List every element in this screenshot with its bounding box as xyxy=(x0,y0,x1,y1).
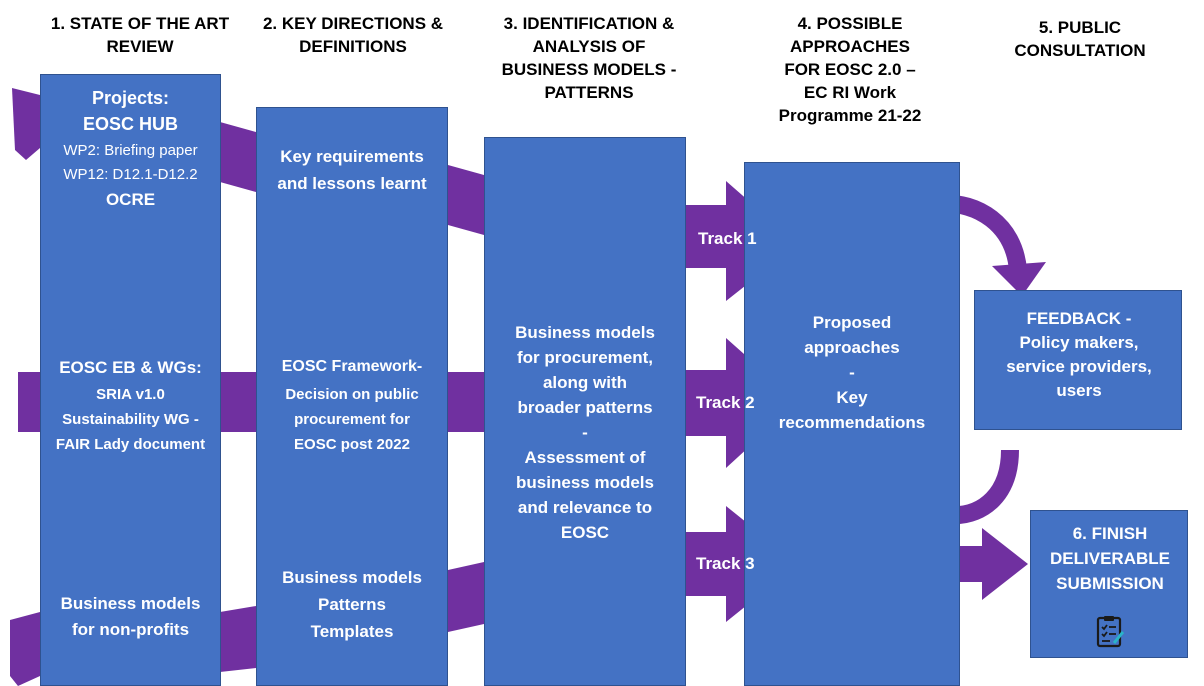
header-possible-approaches: 4. POSSIBLE APPROACHES FOR EOSC 2.0 – EC… xyxy=(745,12,955,127)
business-models-label: Business models xyxy=(282,568,422,587)
analysis-line: for procurement, xyxy=(516,348,654,367)
approaches-line: Key xyxy=(836,388,868,407)
business-models-analysis: Business models for procurement, along w… xyxy=(484,320,686,545)
connector-c1-c2-top xyxy=(220,122,256,192)
sustainability-label: Sustainability WG - xyxy=(62,411,199,428)
analysis-line: along with xyxy=(542,373,628,392)
finish-line: 6. FINISH xyxy=(1072,524,1148,543)
input-arrow-middle xyxy=(18,372,40,432)
header-line: APPROACHES xyxy=(790,37,910,56)
wp2-label: WP2: Briefing paper xyxy=(63,142,198,159)
connector-c1-c2-middle xyxy=(220,372,256,432)
header-line: 3. IDENTIFICATION & xyxy=(503,14,675,33)
finish-line: DELIVERABLE xyxy=(1050,549,1170,568)
checklist-icon xyxy=(1096,616,1125,648)
header-line: FOR EOSC 2.0 – xyxy=(784,60,916,79)
approaches-line: Proposed xyxy=(812,313,892,332)
finish-box: 6. FINISH DELIVERABLE SUBMISSION xyxy=(1030,510,1188,658)
connector-c2-c3-top xyxy=(448,165,484,235)
analysis-line: Business models xyxy=(515,323,655,342)
analysis-line: business models xyxy=(516,473,654,492)
key-requirements-1: Key requirements xyxy=(280,147,424,166)
proposed-approaches: Proposed approaches - Key recommendation… xyxy=(744,310,960,435)
header-line: Programme 21-22 xyxy=(778,106,922,125)
header-line: 2. KEY DIRECTIONS & xyxy=(262,14,444,33)
connector-c2-c3-middle xyxy=(448,372,484,432)
column-possible-approaches xyxy=(744,162,960,686)
approaches-line: approaches xyxy=(804,338,900,357)
projects-label: Projects: xyxy=(91,88,170,108)
track-1-label: Track 1 xyxy=(698,229,757,248)
feedback-box: FEEDBACK - Policy makers, service provid… xyxy=(974,290,1182,430)
connector-c2-c3-bottom xyxy=(448,562,484,632)
nonprofit-label-1: Business models xyxy=(60,594,201,613)
feedback-line: service providers, xyxy=(1006,357,1152,376)
header-line: 5. PUBLIC xyxy=(1038,18,1122,37)
analysis-line: - xyxy=(582,423,588,442)
framework-1: EOSC Framework- xyxy=(281,358,423,375)
header-line: PATTERNS xyxy=(544,83,634,102)
analysis-line: and relevance to xyxy=(517,498,653,517)
wp12-label: WP12: D12.1-D12.2 xyxy=(63,166,198,183)
input-arrow-bottom xyxy=(10,612,40,686)
feedback-line: users xyxy=(1056,381,1102,400)
feedback-text: FEEDBACK - Policy makers, service provid… xyxy=(975,307,1183,403)
analysis-line: Assessment of xyxy=(524,448,646,467)
connector-c1-c2-bottom xyxy=(220,606,256,672)
framework-2: Decision on public xyxy=(285,386,419,403)
eosc-eb-wgs-label: EOSC EB & WGs: xyxy=(59,358,202,377)
feedback-arrow-out-head xyxy=(992,262,1046,296)
header-line: ANALYSIS OF xyxy=(532,37,646,56)
fair-lady-label: FAIR Lady document xyxy=(55,436,206,453)
key-requirements-2: and lessons learnt xyxy=(277,174,427,193)
framework-4: EOSC post 2022 xyxy=(294,436,410,453)
header-line: BUSINESS MODELS - xyxy=(501,60,677,79)
track-2-label: Track 2 xyxy=(696,393,755,412)
ocre-label: OCRE xyxy=(105,190,156,209)
patterns-label: Patterns xyxy=(317,595,387,614)
header-line: REVIEW xyxy=(106,37,174,56)
track-3-label: Track 3 xyxy=(696,554,755,573)
feedback-line: Policy makers, xyxy=(1019,333,1139,352)
track-2-arrow xyxy=(686,338,798,468)
header-line: 4. POSSIBLE xyxy=(797,14,903,33)
sria-label: SRIA v1.0 xyxy=(96,386,165,403)
header-public-consultation: 5. PUBLIC CONSULTATION xyxy=(980,16,1180,62)
analysis-line: EOSC xyxy=(560,523,610,542)
analysis-line: broader patterns xyxy=(517,398,653,417)
approaches-line: recommendations xyxy=(778,413,926,432)
column-key-directions xyxy=(256,107,448,686)
framework-3: procurement for xyxy=(294,411,410,428)
eosc-hub-label: EOSC HUB xyxy=(82,114,178,134)
approaches-line: - xyxy=(849,363,855,382)
header-line: 1. STATE OF THE ART xyxy=(50,14,230,33)
track-1-arrow xyxy=(686,181,798,301)
templates-label: Templates xyxy=(310,622,394,641)
feedback-line: FEEDBACK - xyxy=(1026,309,1132,328)
finish-text: 6. FINISH DELIVERABLE SUBMISSION xyxy=(1031,521,1189,596)
track-3-arrow xyxy=(686,506,798,622)
header-line: CONSULTATION xyxy=(1014,41,1146,60)
header-state-of-art: 1. STATE OF THE ART REVIEW xyxy=(30,12,250,58)
header-line: DEFINITIONS xyxy=(299,37,407,56)
nonprofit-label-2: for non-profits xyxy=(71,620,190,639)
finish-line: SUBMISSION xyxy=(1056,574,1164,593)
column-identification xyxy=(484,137,686,686)
header-line: EC RI Work xyxy=(803,83,897,102)
header-identification: 3. IDENTIFICATION & ANALYSIS OF BUSINESS… xyxy=(478,12,700,104)
header-key-directions: 2. KEY DIRECTIONS & DEFINITIONS xyxy=(248,12,458,58)
column-state-of-art xyxy=(40,74,221,686)
input-arrow-top xyxy=(12,88,40,160)
